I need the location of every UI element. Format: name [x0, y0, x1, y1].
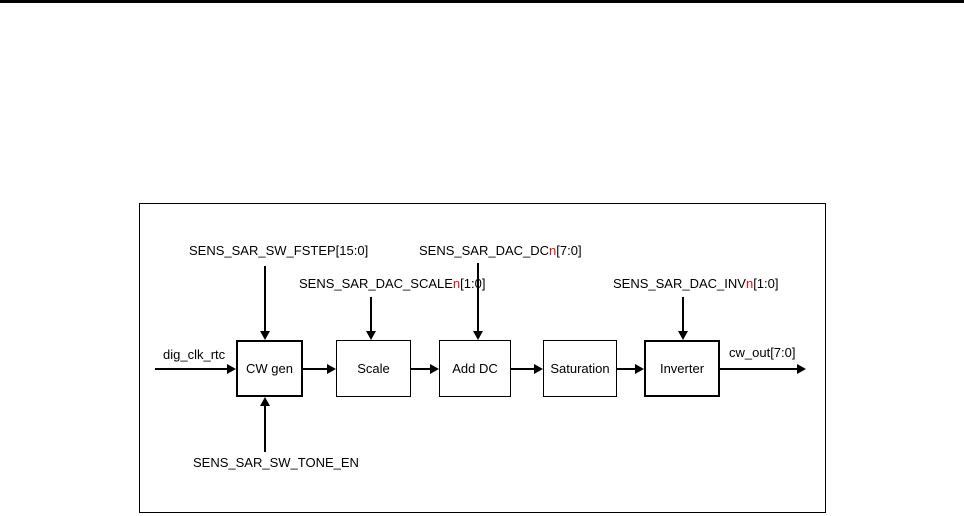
block-cw-gen-label: CW gen [246, 361, 293, 376]
arrow-fstep-down-head [260, 331, 270, 340]
block-cw-gen: CW gen [236, 340, 303, 397]
signal-label-dc-red: n [549, 243, 557, 258]
arrow-scale-cfg-down-line [370, 297, 372, 332]
arrow-inv-cfg-down-line [682, 297, 684, 332]
signal-label-dc-prefix: SENS_SAR_DAC_DC [419, 243, 550, 258]
block-add-dc: Add DC [439, 340, 511, 397]
signal-label-inv: SENS_SAR_DAC_INVn[1:0] [613, 276, 778, 291]
page-top-rule [0, 0, 964, 3]
arrow-scale-cfg-down-head [366, 331, 376, 340]
arrow-clk-input-line [155, 368, 228, 370]
arrow-dc-cfg-down-head [473, 331, 483, 340]
arrow-fstep-down-line [264, 266, 266, 332]
signal-label-fstep-suffix: [15:0] [335, 243, 369, 258]
signal-label-scale-suffix: [1:0] [460, 276, 486, 291]
arrow-saturation-to-inverter-line [617, 368, 636, 370]
block-scale-label: Scale [357, 361, 390, 376]
signal-label-dc: SENS_SAR_DAC_DCn[7:0] [419, 243, 582, 258]
arrow-cwgen-to-scale-line [303, 368, 328, 370]
arrow-output-line [719, 368, 798, 370]
block-inverter-label: Inverter [659, 361, 705, 376]
block-saturation: Saturation [543, 340, 617, 397]
signal-label-tone-en: SENS_SAR_SW_TONE_EN [193, 455, 359, 470]
signal-label-clk: dig_clk_rtc [163, 347, 226, 362]
signal-label-inv-suffix: [1:0] [753, 276, 779, 291]
arrow-adddc-to-saturation-line [511, 368, 535, 370]
signal-label-inv-prefix: SENS_SAR_DAC_INV [613, 276, 746, 291]
arrow-cwgen-to-scale-head [327, 364, 336, 374]
signal-label-out: cw_out[7:0] [729, 345, 796, 360]
block-scale: Scale [336, 340, 411, 397]
block-inverter: Inverter [644, 340, 720, 397]
arrow-scale-to-adddc-line [411, 368, 431, 370]
arrow-tone-en-up-head [260, 397, 270, 406]
arrow-output-head [797, 364, 806, 374]
signal-label-fstep: SENS_SAR_SW_FSTEP[15:0] [189, 243, 368, 258]
block-saturation-label: Saturation [550, 361, 610, 376]
arrow-dc-cfg-down-line [477, 263, 479, 332]
signal-label-dc-suffix: [7:0] [556, 243, 582, 258]
arrow-clk-input-head [227, 364, 236, 374]
signal-label-inv-red: n [745, 276, 754, 291]
signal-label-scale-prefix: SENS_SAR_DAC_SCALE [299, 276, 453, 291]
signal-label-scale-red: n [452, 276, 461, 291]
arrow-saturation-to-inverter-head [635, 364, 644, 374]
arrow-scale-to-adddc-head [430, 364, 439, 374]
arrow-tone-en-up-line [264, 405, 266, 452]
block-add-dc-label: Add DC [452, 361, 498, 376]
arrow-adddc-to-saturation-head [534, 364, 543, 374]
arrow-inv-cfg-down-head [678, 331, 688, 340]
signal-label-fstep-prefix: SENS_SAR_SW_FSTEP [189, 243, 336, 258]
signal-label-scale: SENS_SAR_DAC_SCALEn[1:0] [299, 276, 485, 291]
